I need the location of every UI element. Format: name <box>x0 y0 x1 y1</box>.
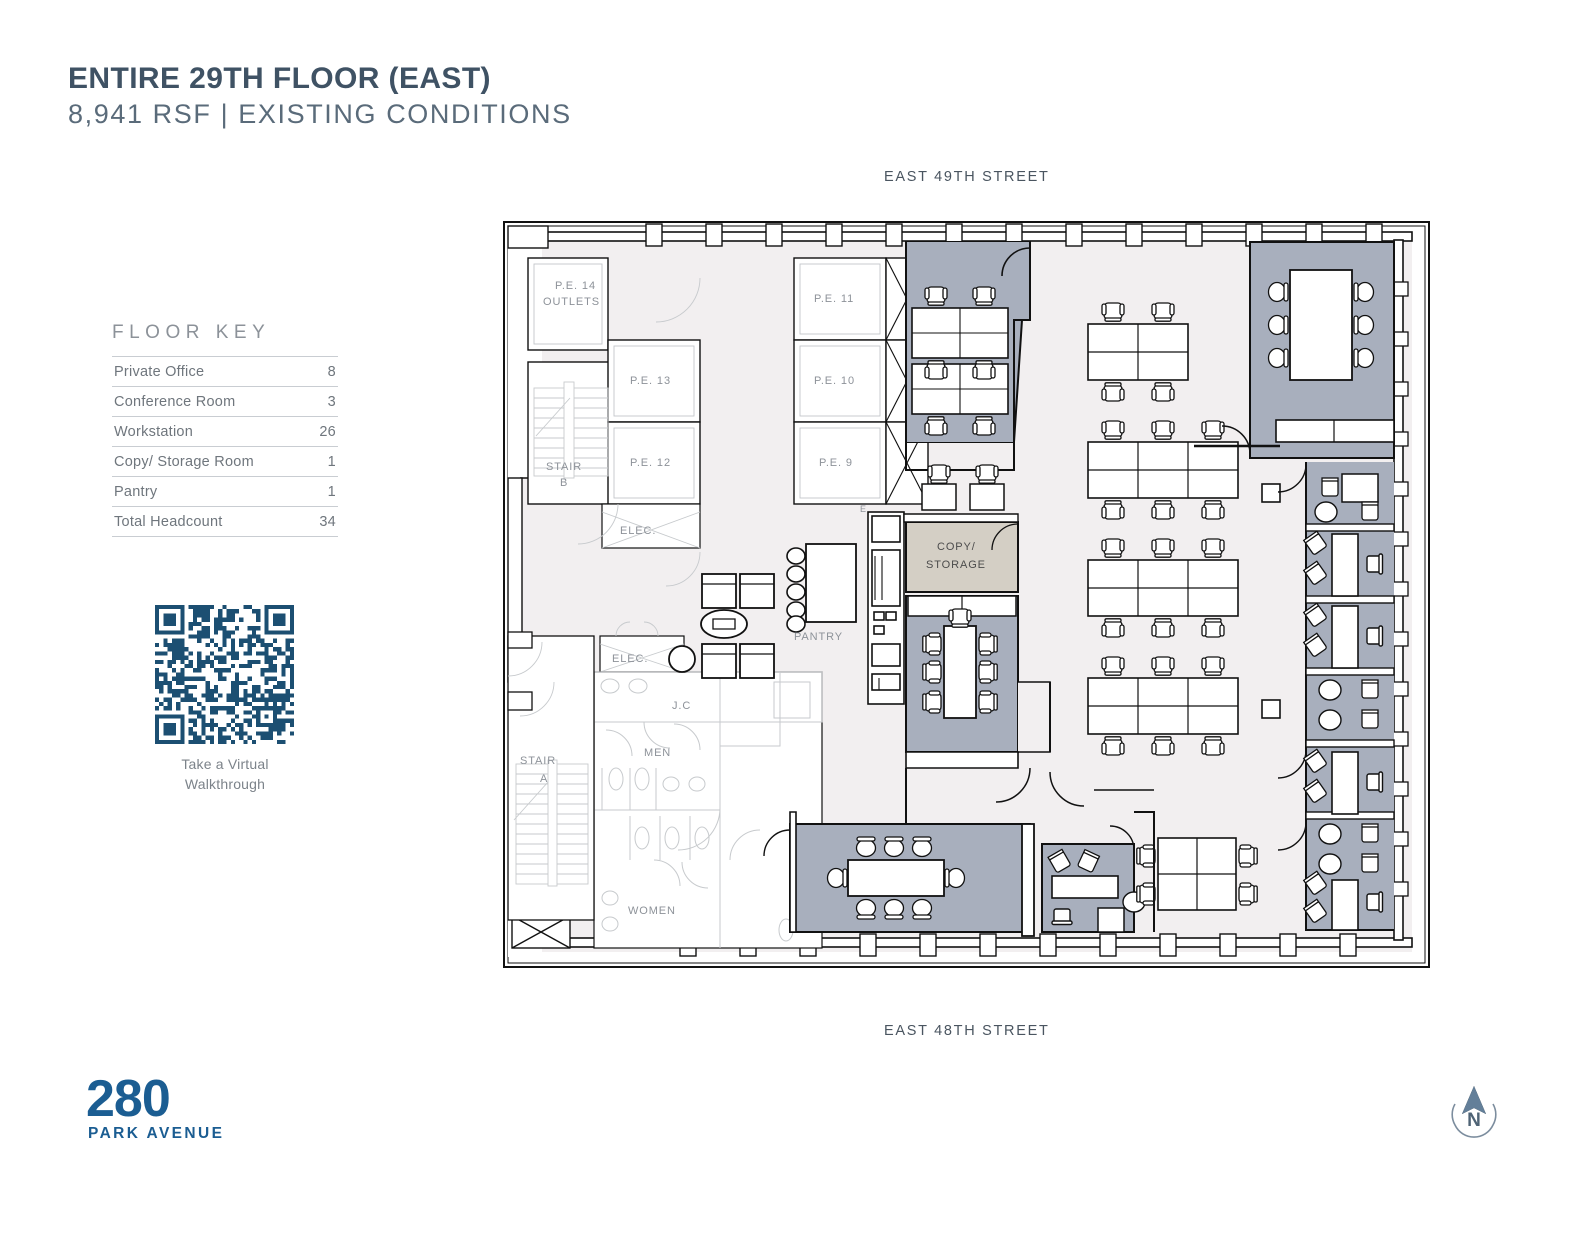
plan-label-stair-b: STAIR <box>546 461 582 473</box>
logo-wordmark: PARK AVENUE <box>88 1124 225 1142</box>
qr-caption-line1: Take a Virtual <box>181 756 269 772</box>
plan-label-elev: E <box>860 504 867 514</box>
title-main: ENTIRE 29TH FLOOR (EAST) <box>68 62 491 95</box>
plan-label-pe10: P.E. 10 <box>814 375 855 387</box>
floor-key-row-private-office: Private Office 8 <box>112 356 338 386</box>
qr-caption: Take a Virtual Walkthrough <box>155 755 295 795</box>
floor-plan-svg: P.E. 14 OUTLETS P.E. 13 P.E. 12 P.E. 11 … <box>503 221 1430 968</box>
pantry-counter <box>786 543 857 633</box>
key-label: Total Headcount <box>114 514 223 530</box>
plan-label-stair-a: STAIR <box>520 755 556 767</box>
floor-key-row-total-headcount: Total Headcount 34 <box>112 506 338 537</box>
key-value: 26 <box>319 424 336 440</box>
key-label: Pantry <box>114 484 158 500</box>
plan-label-pe11: P.E. 11 <box>814 293 854 305</box>
workstation-cluster-top <box>1087 302 1189 401</box>
north-arrow-label: N <box>1467 1110 1481 1131</box>
key-label: Conference Room <box>114 394 236 410</box>
floor-key-heading: FLOOR KEY <box>112 322 271 343</box>
plan-label-elec-2: ELEC. <box>612 653 648 665</box>
key-label: Workstation <box>114 424 194 440</box>
office-furniture <box>1303 473 1384 931</box>
plan-label-stair-b-letter: B <box>560 477 568 489</box>
plan-label-pe9: P.E. 9 <box>819 457 853 469</box>
floor-key-panel: FLOOR KEY Private Office 8 Conference Ro… <box>112 322 338 537</box>
plan-label-men: MEN <box>644 747 671 759</box>
page-title: ENTIRE 29TH FLOOR (EAST) 8,941 RSF | EXI… <box>68 62 572 130</box>
street-label-south: EAST 48TH STREET <box>884 1023 1050 1039</box>
workstation-cluster-row3 <box>1087 538 1239 637</box>
title-subtitle: 8,941 RSF | EXISTING CONDITIONS <box>68 98 572 129</box>
floor-key-row-copy-storage-room: Copy/ Storage Room 1 <box>112 446 338 476</box>
plan-label-pe14: P.E. 14 <box>555 280 596 292</box>
brand-logo: 280 PARK AVENUE <box>86 1070 225 1143</box>
plan-label-pe12: P.E. 12 <box>630 457 671 469</box>
workstation-cluster-row2 <box>1087 420 1239 519</box>
plan-label-pantry: PANTRY <box>794 631 843 643</box>
logo-number: 280 <box>86 1070 171 1128</box>
workstation-cluster-row4 <box>1087 656 1239 755</box>
key-value: 8 <box>327 364 336 380</box>
key-value: 1 <box>327 454 336 470</box>
floor-key-row-workstation: Workstation 26 <box>112 416 338 446</box>
plan-label-pe13: P.E. 13 <box>630 375 671 387</box>
key-label: Copy/ Storage Room <box>114 454 254 470</box>
key-label: Private Office <box>114 364 205 380</box>
north-arrow-icon: N <box>1451 1086 1497 1138</box>
plan-label-copy: COPY/ <box>937 541 976 553</box>
plan-label-elec-1: ELEC. <box>620 525 656 537</box>
floor-key-row-conference-room: Conference Room 3 <box>112 386 338 416</box>
street-label-north: EAST 49TH STREET <box>884 169 1050 185</box>
plan-label-pe14-outlets: OUTLETS <box>543 296 600 308</box>
virtual-walkthrough-qr-block[interactable]: Take a Virtual Walkthrough <box>155 605 295 795</box>
key-value: 1 <box>327 484 336 500</box>
key-value: 34 <box>319 514 336 530</box>
plan-label-jc: J.C <box>672 700 691 712</box>
key-value: 3 <box>327 394 336 410</box>
plan-label-storage: STORAGE <box>926 559 986 571</box>
qr-code-icon[interactable] <box>155 605 294 744</box>
floor-key-row-pantry: Pantry 1 <box>112 476 338 506</box>
plan-label-women: WOMEN <box>628 905 676 917</box>
plan-label-stair-a-letter: A <box>540 773 548 785</box>
floor-plan-drawing: P.E. 14 OUTLETS P.E. 13 P.E. 12 P.E. 11 … <box>494 212 1444 980</box>
qr-caption-line2: Walkthrough <box>184 775 266 792</box>
